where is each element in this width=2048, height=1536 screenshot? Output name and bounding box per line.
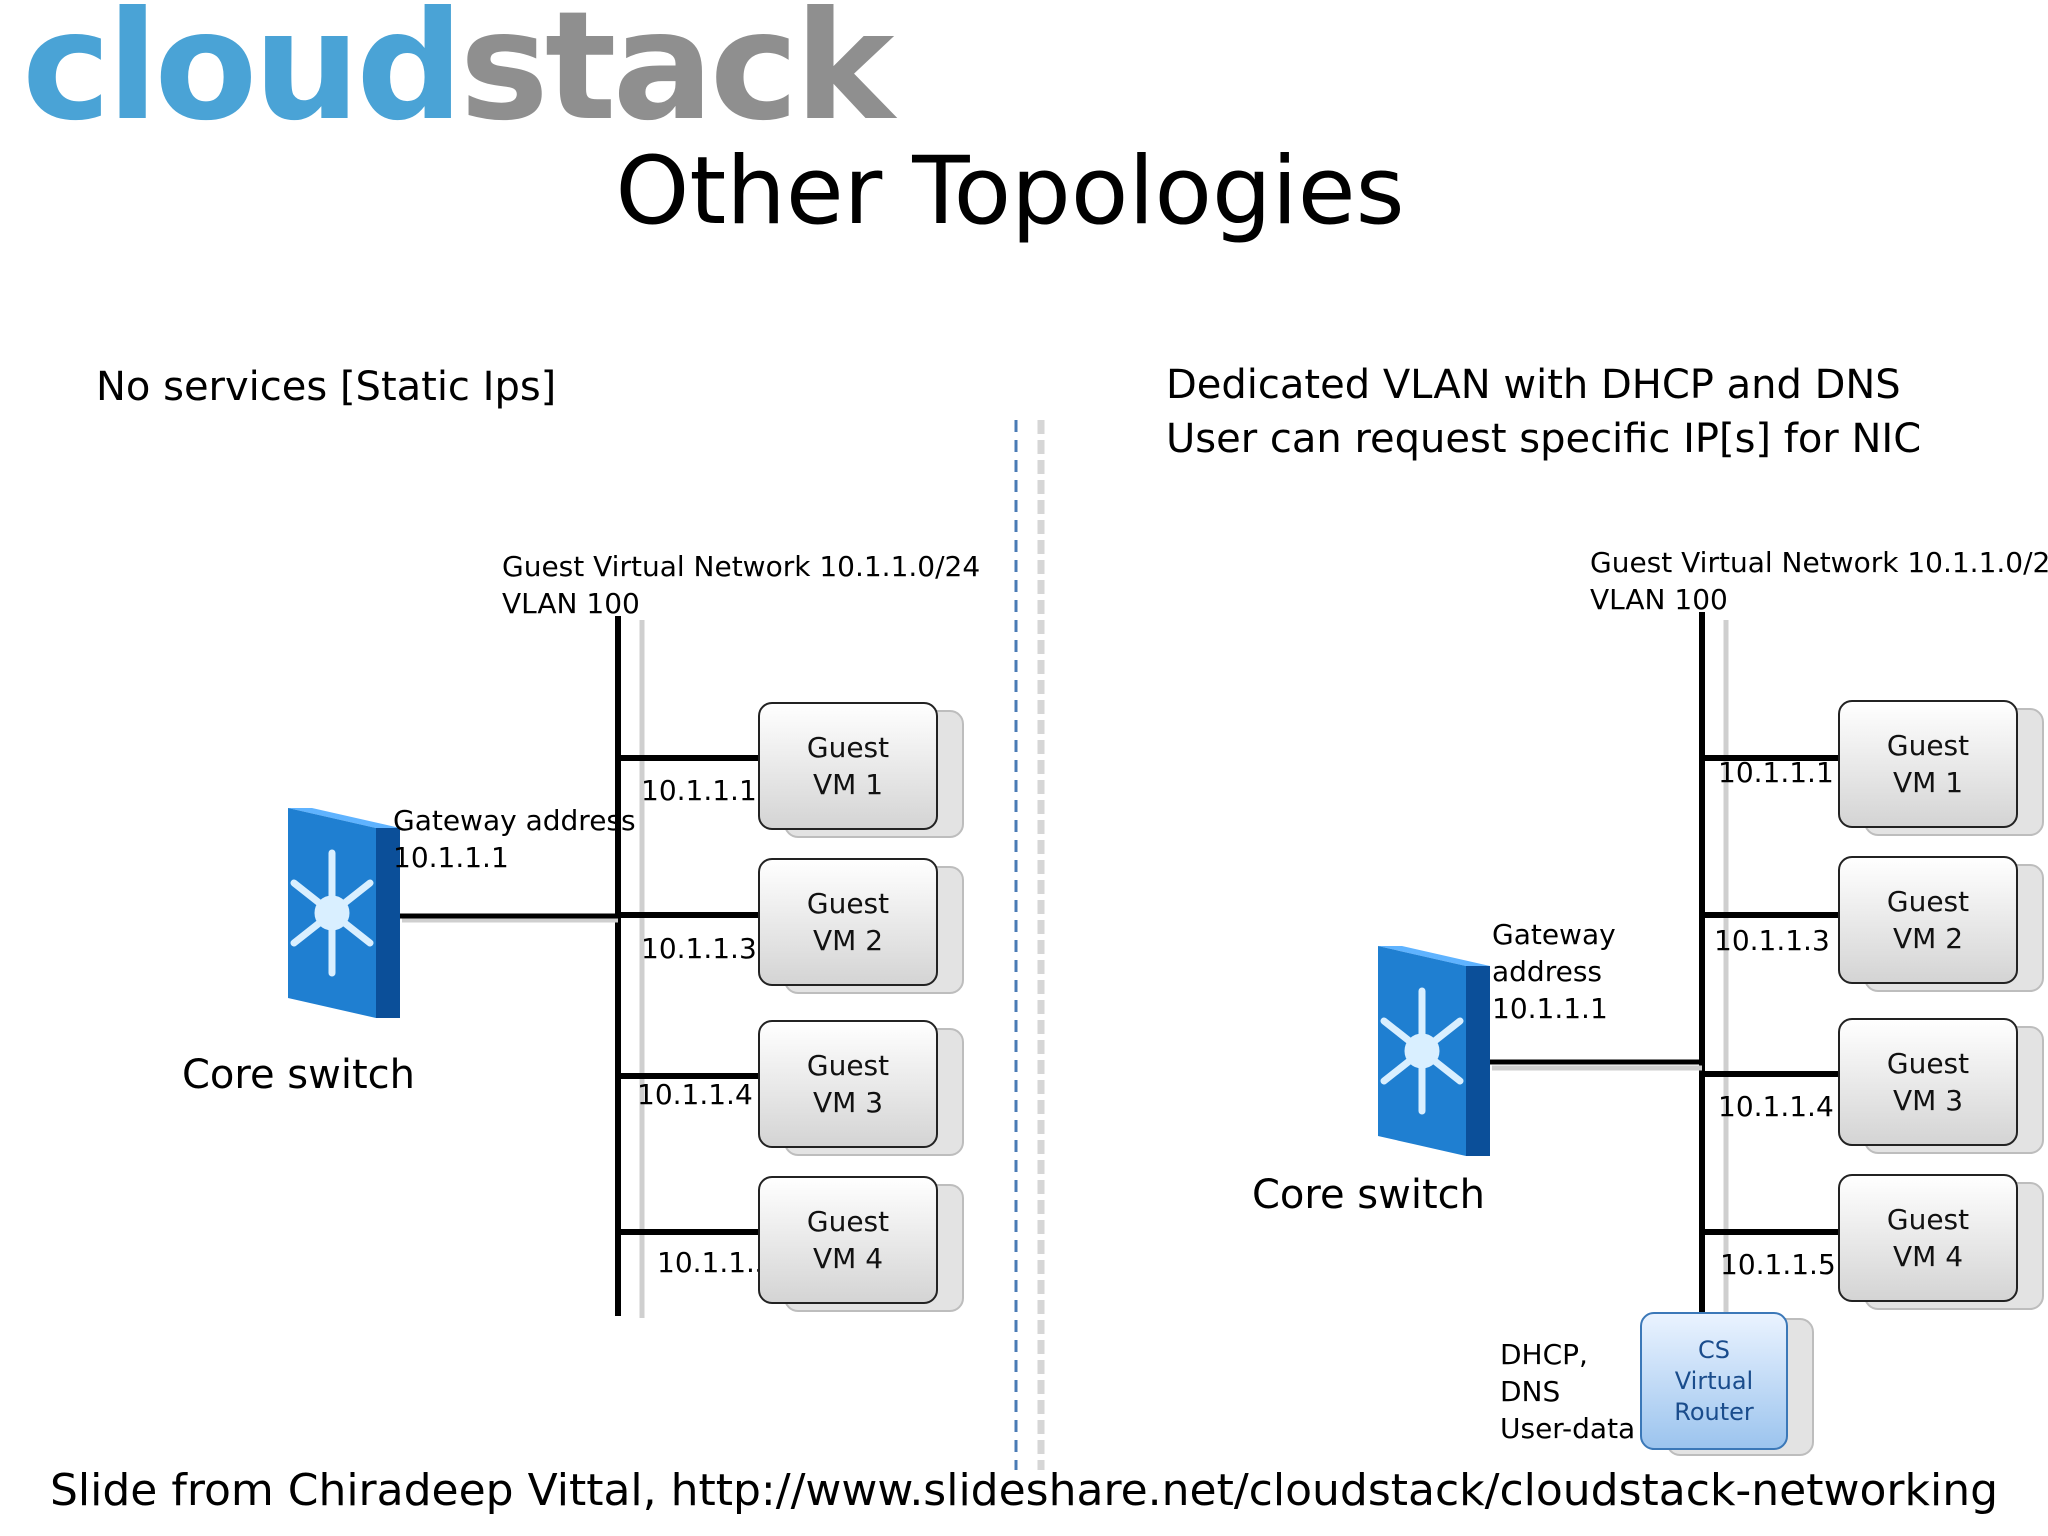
slide-title: Other Topologies [615,137,1405,246]
left-vm3-box: Guest VM 3 [758,1020,938,1148]
right-vm1-box: Guest VM 1 [1838,700,2018,828]
left-gateway-line1: Gateway address [393,804,636,837]
cloudstack-logo: cloudstack [22,0,894,142]
left-core-switch-icon [288,808,400,1018]
left-vm1-box: Guest VM 1 [758,702,938,830]
right-vm1-ip: 10.1.1.1 [1718,756,1834,789]
right-vm4-ip: 10.1.1.5 [1720,1248,1836,1281]
left-vm4-box: Guest VM 4 [758,1176,938,1304]
router-services-label: DHCP, DNS User-data [1500,1336,1635,1447]
left-core-switch-label: Core switch [182,1052,415,1098]
right-core-switch-icon [1378,946,1490,1156]
left-gateway-line2: 10.1.1.1 [393,841,509,874]
right-network-label: Guest Virtual Network 10.1.1.0/24 VLAN 1… [1590,544,2048,618]
left-vm4-ip: 10.1.1.5 [657,1246,773,1279]
right-vm2-box: Guest VM 2 [1838,856,2018,984]
slide-credit: Slide from Chiradeep Vittal, http://www.… [49,1465,1999,1516]
router-services-line2: DNS [1500,1375,1561,1408]
logo-stack-text: stack [459,0,895,154]
right-heading-line2: User can request specific IP[s] for NIC [1166,416,1922,462]
left-network-label: Guest Virtual Network 10.1.1.0/24 VLAN 1… [502,548,980,622]
left-gateway-label: Gateway address 10.1.1.1 [393,802,636,876]
cs-virtual-router-box: CS Virtual Router [1640,1312,1788,1450]
left-vm2-ip: 10.1.1.3 [641,932,757,965]
left-vm2-box: Guest VM 2 [758,858,938,986]
right-heading: Dedicated VLAN with DHCP and DNS User ca… [1166,358,1921,466]
left-vm1-ip: 10.1.1.1 [641,774,757,807]
right-network-label-line2: VLAN 100 [1590,583,1728,616]
right-core-switch-label: Core switch [1252,1172,1485,1218]
right-gateway-label: Gateway address 10.1.1.1 [1492,916,1616,1027]
router-services-line1: DHCP, [1500,1338,1588,1371]
right-heading-line1: Dedicated VLAN with DHCP and DNS [1166,362,1901,408]
logo-cloud-text: cloud [22,0,464,154]
right-gateway-line1: Gateway [1492,918,1616,951]
right-gateway-line3: 10.1.1.1 [1492,992,1608,1025]
right-vm4-box: Guest VM 4 [1838,1174,2018,1302]
left-heading: No services [Static Ips] [96,364,557,410]
left-network-label-line2: VLAN 100 [502,587,640,620]
right-network-label-line1: Guest Virtual Network 10.1.1.0/24 [1590,546,2048,579]
left-vm3-ip: 10.1.1.4 [637,1078,753,1111]
right-gateway-line2: address [1492,955,1603,988]
router-services-line3: User-data [1500,1412,1636,1445]
right-vm2-ip: 10.1.1.3 [1714,924,1830,957]
right-vm3-box: Guest VM 3 [1838,1018,2018,1146]
left-network-label-line1: Guest Virtual Network 10.1.1.0/24 [502,550,981,583]
right-vm3-ip: 10.1.1.4 [1718,1090,1834,1123]
